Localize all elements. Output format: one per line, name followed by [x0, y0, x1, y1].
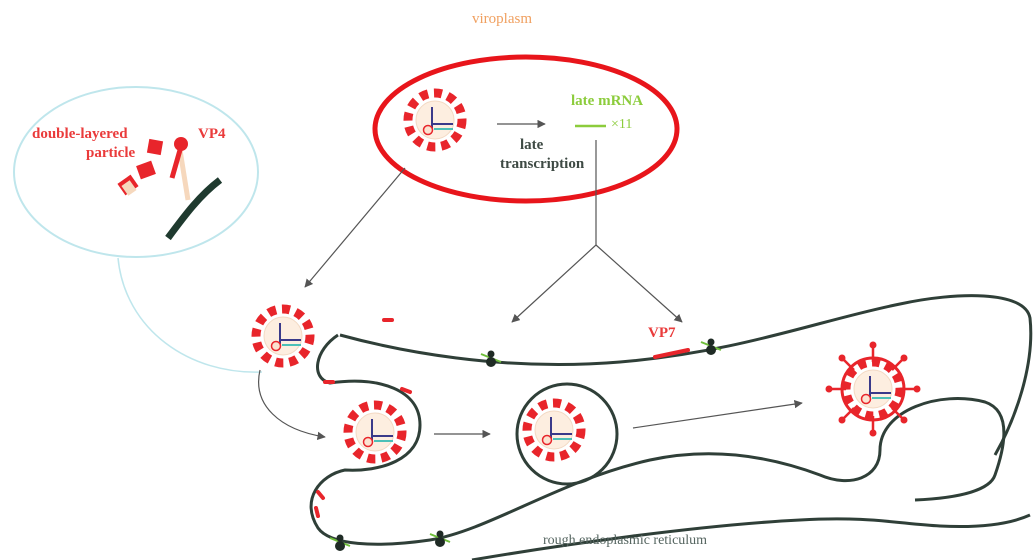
label-viroplasm: viroplasm	[472, 11, 532, 27]
highlight-circle	[372, 54, 680, 204]
flow-arrows	[258, 140, 803, 440]
inset-magnification	[13, 86, 263, 373]
label-multiplier: ×11	[611, 117, 633, 132]
label-late: late	[520, 137, 544, 153]
label-vp7: VP7	[648, 325, 676, 341]
label-particle: particle	[86, 145, 136, 161]
late-transcription-group	[372, 54, 680, 204]
label-late-mrna: late mRNA	[571, 93, 644, 109]
label-double-layered: double-layered	[32, 126, 128, 142]
label-transcription: transcription	[500, 156, 585, 172]
label-rough-er: rough endoplasmic reticulum	[543, 533, 708, 548]
membrane-proteins	[314, 318, 722, 552]
particles	[256, 309, 921, 459]
label-vp4: VP4	[198, 126, 226, 142]
